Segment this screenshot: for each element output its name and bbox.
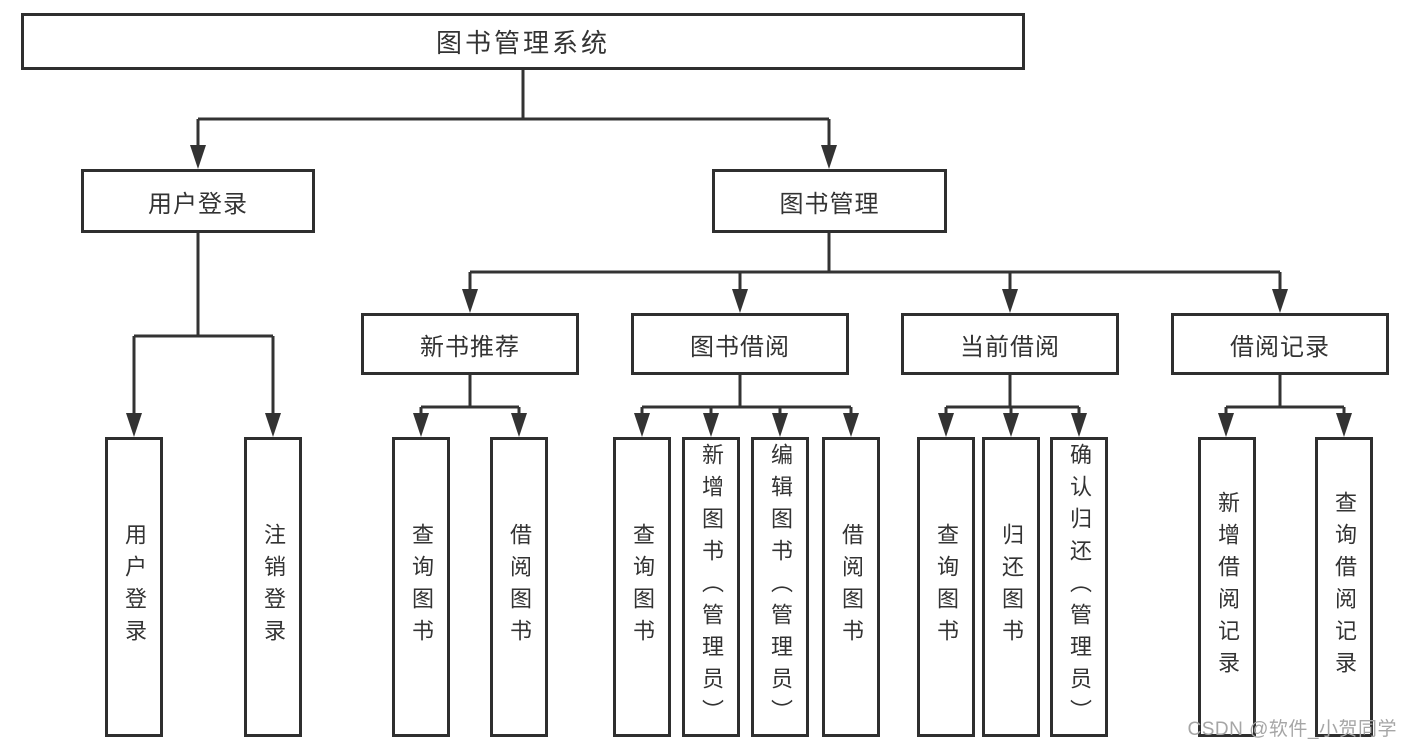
node-borrow-books-2: 借阅图书 [822, 437, 880, 737]
node-logout: 注销登录 [244, 437, 302, 737]
arrow-down-icon [772, 413, 788, 437]
arrow-down-icon [1003, 413, 1019, 437]
arrow-down-icon [634, 413, 650, 437]
arrow-down-icon [732, 289, 748, 313]
arrow-down-icon [821, 145, 837, 169]
node-user-login-leaf: 用户登录 [105, 437, 163, 737]
node-book-management: 图书管理 [712, 169, 947, 233]
connector-login-to-leaves [132, 233, 275, 419]
arrow-down-icon [1336, 413, 1352, 437]
arrow-down-icon [1071, 413, 1087, 437]
arrow-down-icon [938, 413, 954, 437]
arrow-down-icon [1002, 289, 1018, 313]
arrow-down-icon [843, 413, 859, 437]
node-query-borrow-record: 查询借阅记录 [1315, 437, 1373, 737]
arrow-down-icon [190, 145, 206, 169]
node-borrow-records: 借阅记录 [1171, 313, 1389, 375]
node-book-borrow: 图书借阅 [631, 313, 849, 375]
node-return-book: 归还图书 [982, 437, 1040, 737]
arrow-down-icon [413, 413, 429, 437]
node-confirm-return-admin: 确认归还（管理员） [1050, 437, 1108, 737]
arrow-down-icon [511, 413, 527, 437]
arrow-down-icon [1218, 413, 1234, 437]
arrow-down-icon [265, 413, 281, 437]
node-library-system: 图书管理系统 [21, 13, 1025, 70]
node-add-borrow-record: 新增借阅记录 [1198, 437, 1256, 737]
node-query-books-3: 查询图书 [917, 437, 975, 737]
arrow-down-icon [703, 413, 719, 437]
arrow-down-icon [1272, 289, 1288, 313]
node-user-login: 用户登录 [81, 169, 315, 233]
node-add-book-admin: 新增图书（管理员） [682, 437, 740, 737]
node-edit-book-admin: 编辑图书（管理员） [751, 437, 809, 737]
connector-current-to-leaves [944, 375, 1081, 419]
arrow-down-icons [126, 145, 1352, 437]
node-borrow-books-1: 借阅图书 [490, 437, 548, 737]
connector-records-to-leaves [1224, 375, 1346, 419]
connector-borrow-to-leaves [640, 375, 853, 419]
arrow-down-icon [126, 413, 142, 437]
node-new-book-recommend: 新书推荐 [361, 313, 579, 375]
csdn-watermark: CSDN @软件_小贺同学 [1187, 719, 1397, 740]
node-query-books-2: 查询图书 [613, 437, 671, 737]
arrow-down-icon [462, 289, 478, 313]
connector-management-to-level3 [468, 233, 1282, 295]
node-query-books-1: 查询图书 [392, 437, 450, 737]
connector-root-to-level2 [196, 70, 831, 150]
connector-recommend-to-leaves [419, 375, 521, 419]
node-current-borrow: 当前借阅 [901, 313, 1119, 375]
